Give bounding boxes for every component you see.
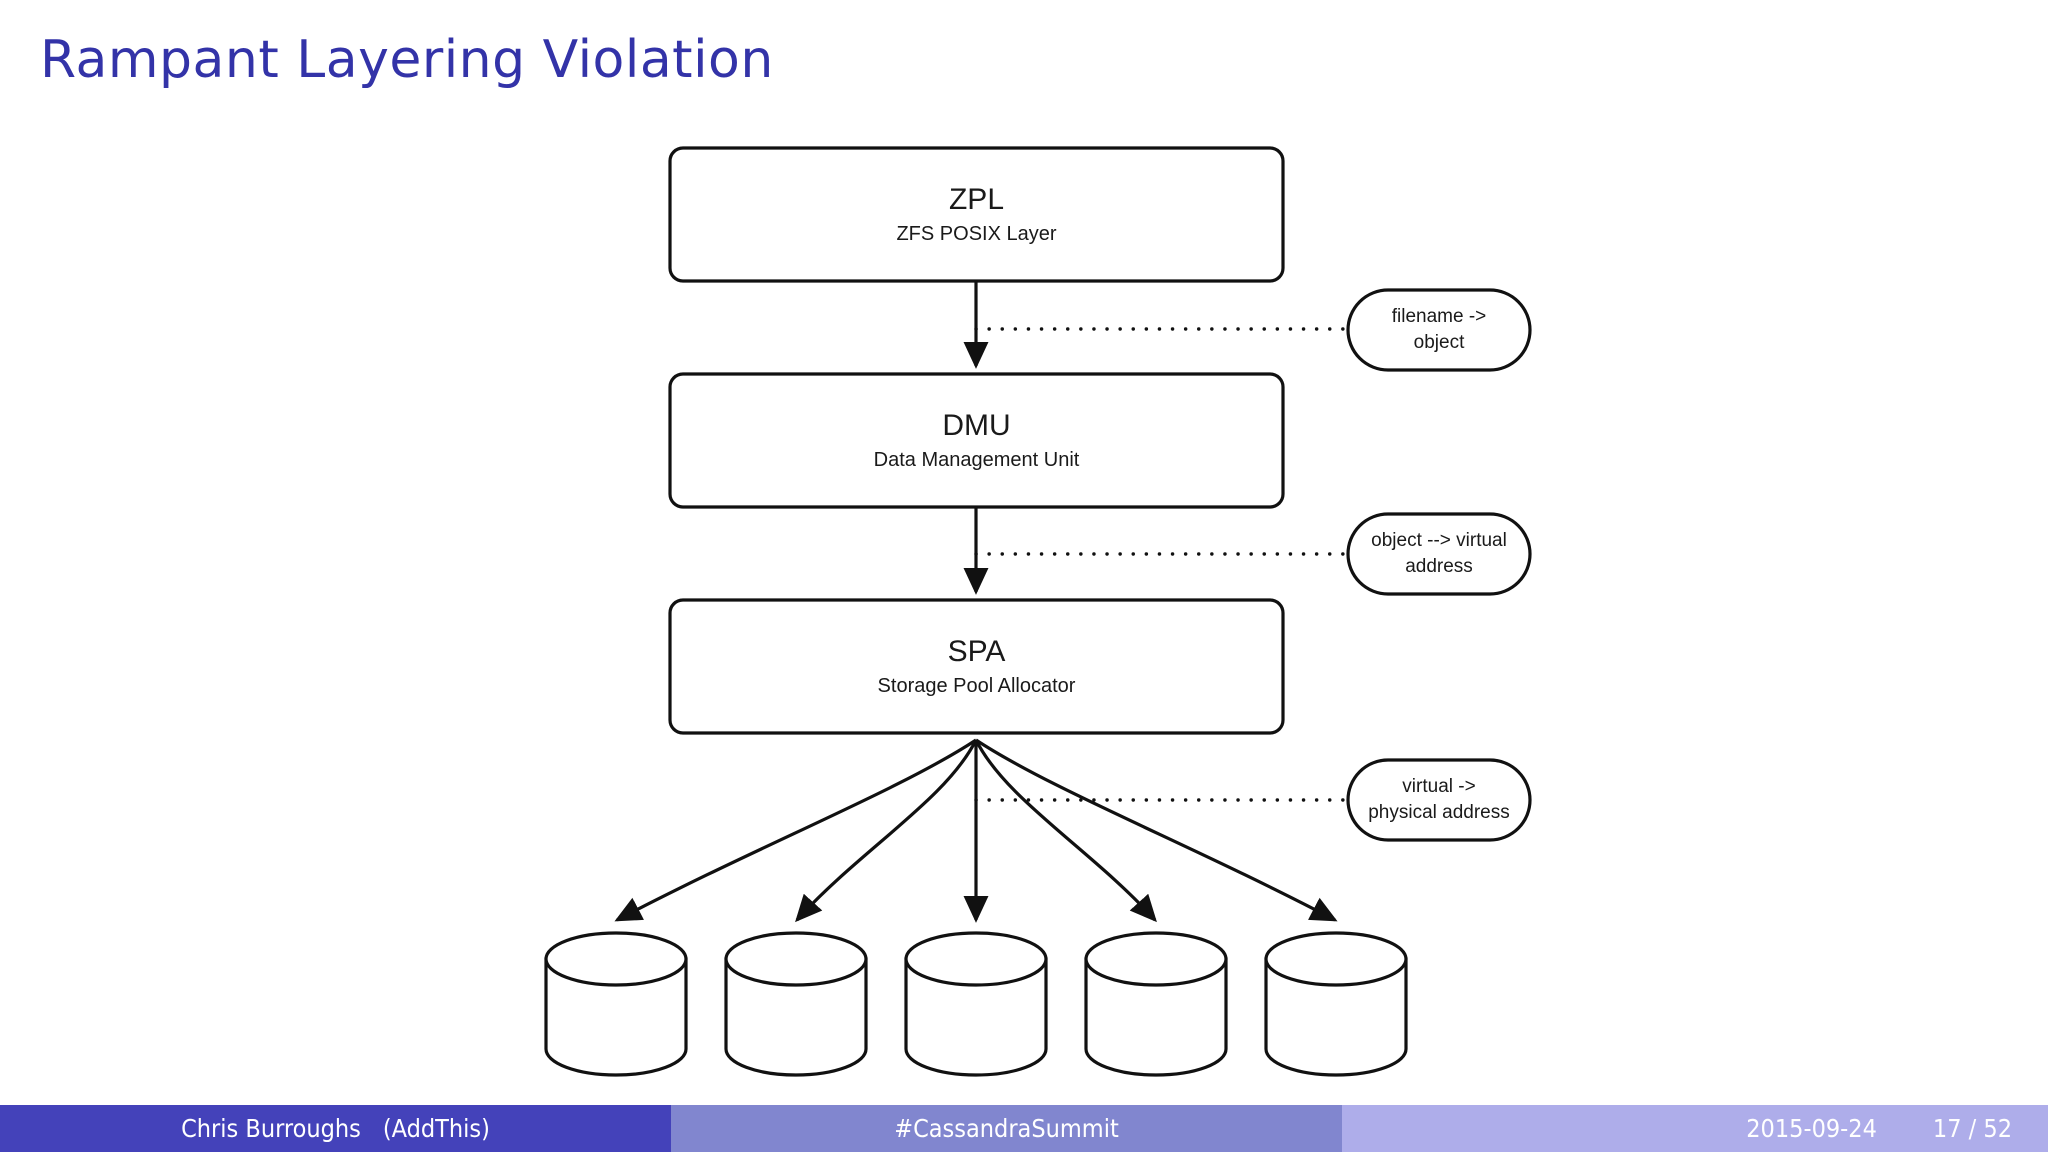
- callout-3-line-1: virtual ->: [1402, 776, 1476, 798]
- slide-footer: Chris Burroughs (AddThis) #CassandraSumm…: [0, 1105, 2048, 1152]
- layer-box-outline-spa: [668, 598, 1285, 735]
- callout-outline-1: [1346, 288, 1532, 372]
- callout-2-line-1: object --> virtual: [1371, 530, 1507, 552]
- footer-page-number: 17 / 52: [1932, 1114, 2013, 1143]
- callout-bubble-object-to-virtual-address[interactable]: object --> virtual address: [1348, 514, 1530, 594]
- footer-event-hashtag: #CassandraSummit: [894, 1114, 1119, 1143]
- layer-abbr-zpl: ZPL: [948, 182, 1005, 216]
- footer-author-segment: Chris Burroughs (AddThis): [0, 1105, 671, 1152]
- callout-1-line-2: object: [1413, 332, 1465, 353]
- footer-author-affiliation: (AddThis): [382, 1114, 490, 1143]
- layer-full-dmu: Data Management Unit: [873, 449, 1080, 472]
- footer-author-name: Chris Burroughs: [181, 1114, 361, 1143]
- diagram-canvas: [544, 146, 1532, 1077]
- page-title: Rampant Layering Violation: [40, 30, 774, 90]
- callout-2-line-2: address: [1405, 556, 1473, 577]
- callout-1-line-1: filename ->: [1391, 306, 1487, 328]
- layer-box-dmu[interactable]: DMU Data Management Unit: [670, 374, 1283, 507]
- callout-outline-3: [1346, 758, 1532, 842]
- footer-event-segment: #CassandraSummit: [671, 1105, 1342, 1152]
- callout-3-line-2: physical address: [1368, 802, 1510, 823]
- callout-outline-2: [1346, 512, 1532, 596]
- layer-full-spa: Storage Pool Allocator: [877, 675, 1076, 698]
- arrow-spa-to-disk-2: [795, 739, 978, 923]
- layer-box-spa[interactable]: SPA Storage Pool Allocator: [670, 600, 1283, 733]
- layering-diagram: ZPL ZFS POSIX Layer DMU Data Management …: [544, 146, 1532, 1077]
- arrow-spa-to-disk-5: [975, 738, 1338, 922]
- arrow-spa-to-disk-1: [614, 738, 977, 922]
- disk-cylinder-3: [904, 931, 1048, 1077]
- footer-date: 2015-09-24: [1746, 1114, 1877, 1143]
- footer-meta-segment: 2015-09-24 17 / 52: [1342, 1105, 2048, 1152]
- arrow-spa-to-disk-4: [974, 739, 1157, 923]
- layer-full-zpl: ZFS POSIX Layer: [896, 223, 1057, 246]
- layer-abbr-dmu: DMU: [942, 408, 1011, 442]
- callout-bubble-filename-to-object[interactable]: filename -> object: [1348, 290, 1530, 370]
- disk-cylinder-4: [1084, 931, 1228, 1077]
- disk-cylinder-2: [724, 931, 868, 1077]
- layer-box-zpl[interactable]: ZPL ZFS POSIX Layer: [670, 148, 1283, 281]
- disk-cylinder-5: [1264, 931, 1408, 1077]
- layer-abbr-spa: SPA: [947, 634, 1006, 668]
- callout-bubble-virtual-to-physical-address[interactable]: virtual -> physical address: [1348, 760, 1530, 840]
- disk-cylinder-1: [544, 931, 688, 1077]
